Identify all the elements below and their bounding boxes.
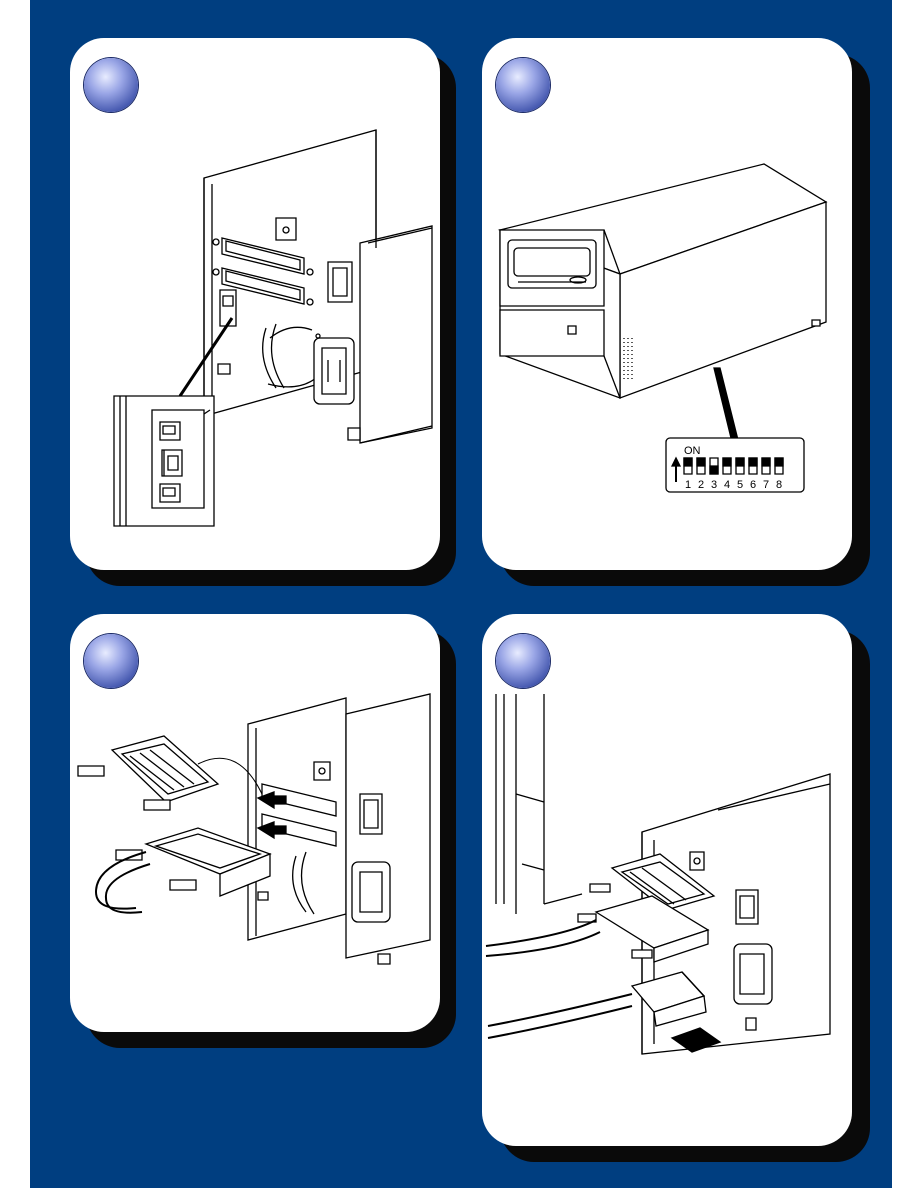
power-and-scsi-connect-illustration bbox=[482, 614, 852, 1146]
dip-number-8: 8 bbox=[776, 479, 782, 491]
dip-number-1: 1 bbox=[685, 479, 691, 491]
dip-number-3: 3 bbox=[711, 479, 717, 491]
id-switch-zoom-inset bbox=[114, 396, 214, 526]
panel-3 bbox=[70, 614, 440, 1032]
scsi-terminator bbox=[78, 736, 218, 810]
dip-number-4: 4 bbox=[724, 479, 730, 491]
dip-number-6: 6 bbox=[750, 479, 756, 491]
dip-switch-panel: ON 1 2 3 4 5 6 7 8 bbox=[666, 438, 804, 492]
panel-4 bbox=[482, 614, 852, 1146]
panel-2: ON 1 2 3 4 5 6 7 8 bbox=[482, 38, 852, 570]
host-computer bbox=[496, 694, 582, 914]
panel-1 bbox=[70, 38, 440, 570]
dip-on-label: ON bbox=[684, 445, 701, 457]
dip-number-5: 5 bbox=[737, 479, 743, 491]
dip-number-7: 7 bbox=[763, 479, 769, 491]
dip-number-2: 2 bbox=[698, 479, 704, 491]
scsi-cable-connector bbox=[116, 828, 270, 896]
drive-rear-id-switch-illustration bbox=[70, 38, 440, 570]
drive-front-dip-switch-illustration: ON 1 2 3 4 5 6 7 8 bbox=[482, 38, 852, 570]
scsi-cable-connect-illustration bbox=[70, 614, 440, 1032]
